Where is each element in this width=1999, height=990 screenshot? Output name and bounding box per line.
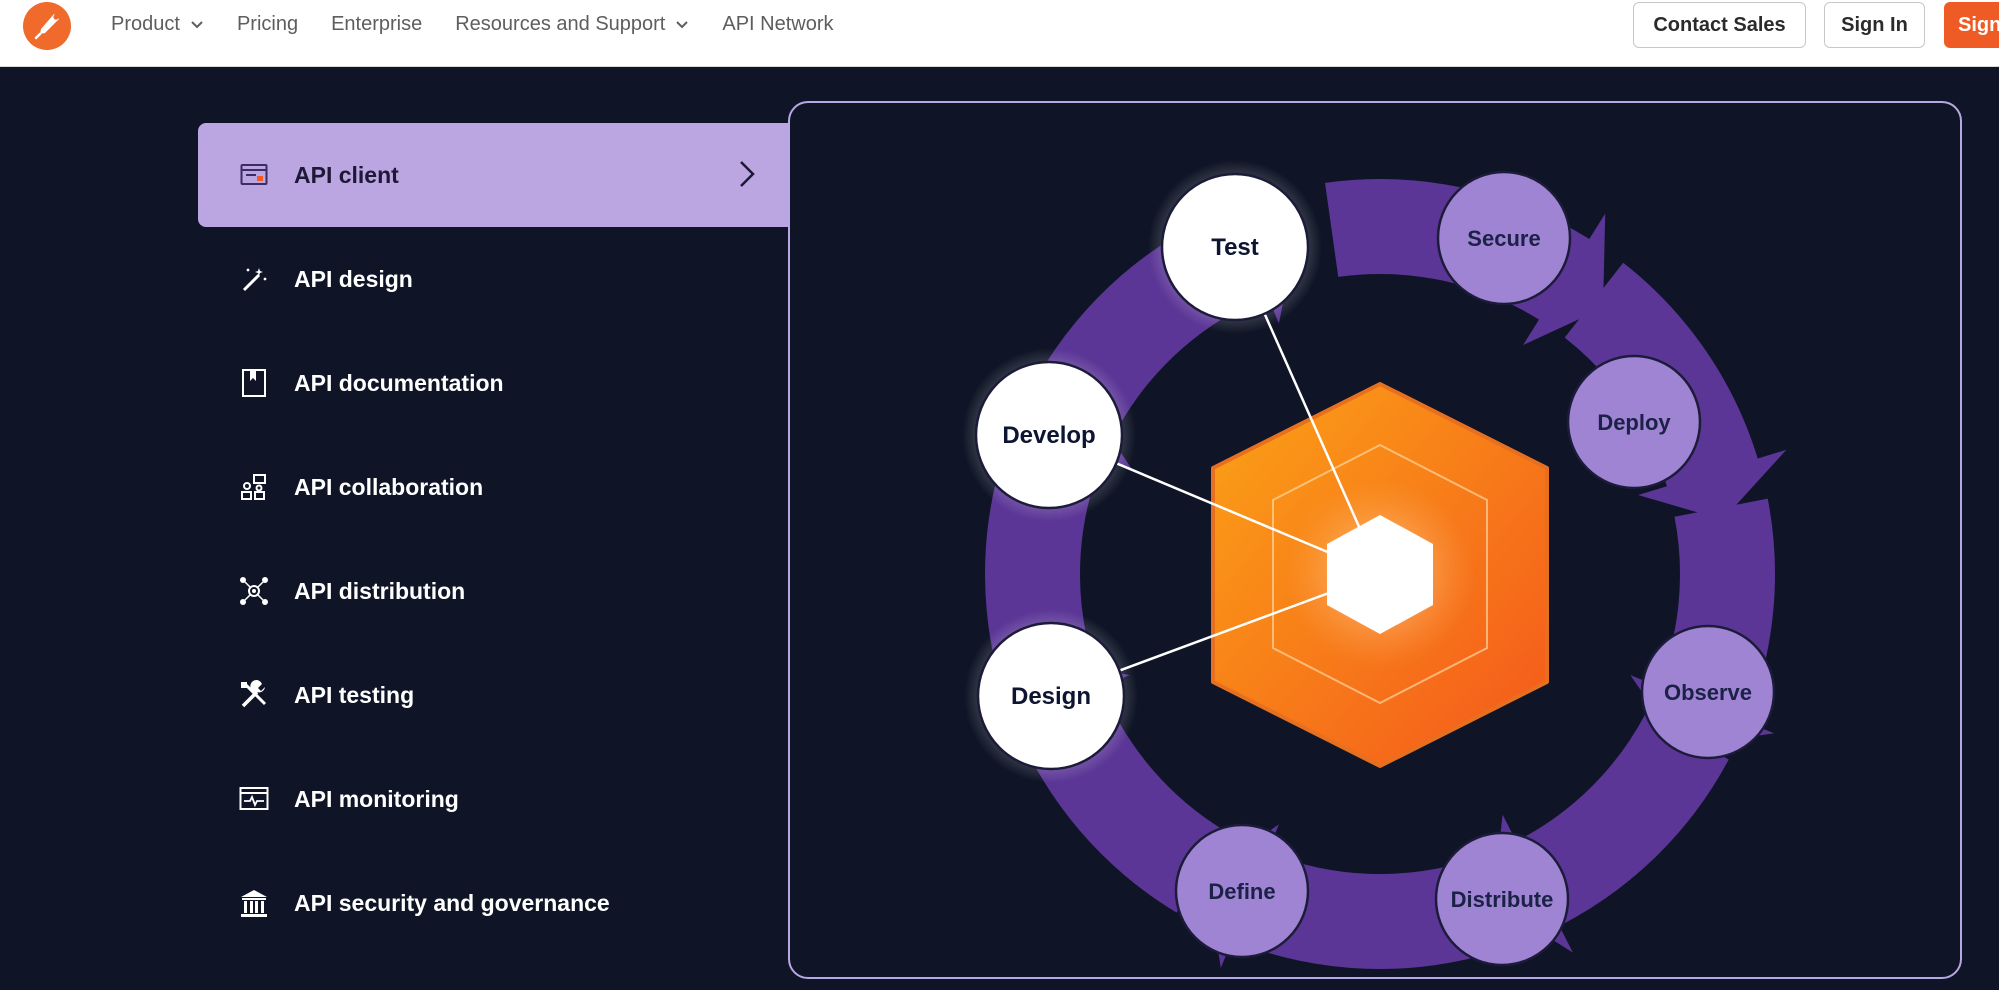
nav-api-network-label: API Network: [722, 12, 834, 35]
node-label: Develop: [1002, 422, 1095, 449]
node-circle: [1640, 624, 1776, 760]
node-label: Secure: [1467, 226, 1540, 251]
node-label: Observe: [1664, 680, 1752, 705]
nav-resources-and-support[interactable]: Resources and Support: [455, 13, 689, 36]
chevron-right-icon: [740, 161, 755, 187]
menu-item-label: API documentation: [294, 369, 504, 396]
node-label: Test: [1211, 234, 1259, 261]
menu-item-label: API testing: [294, 681, 415, 708]
tools-icon: [239, 680, 269, 710]
node-circle: [1174, 823, 1310, 959]
node-circle: [1160, 172, 1310, 322]
node-circle: [1566, 354, 1702, 490]
sign-in-button[interactable]: Sign In: [1824, 2, 1925, 48]
main-nav-links: Product Pricing Enterprise Resources and…: [111, 10, 867, 38]
node-label: Deploy: [1597, 410, 1671, 435]
node-define[interactable]: Define: [1174, 823, 1310, 959]
menu-item-api-client[interactable]: API client: [198, 123, 788, 227]
node-secure[interactable]: Secure: [1436, 170, 1572, 306]
nav-product[interactable]: Product: [111, 13, 204, 36]
menu-item-label: API design: [294, 265, 413, 292]
nav-product-label: Product: [111, 12, 180, 35]
menu-item-label: API distribution: [294, 577, 466, 604]
menu-item-api-documentation[interactable]: API documentation: [198, 331, 788, 435]
bank-icon: [239, 888, 269, 918]
menu-item-api-monitoring[interactable]: API monitoring: [198, 747, 788, 851]
menu-item-api-collaboration[interactable]: API collaboration: [198, 435, 788, 539]
menu-item-label: API collaboration: [294, 473, 484, 500]
node-distribute[interactable]: Distribute: [1434, 831, 1570, 967]
node-test[interactable]: Test: [1148, 160, 1322, 334]
distribution-icon: [239, 576, 269, 606]
menu-item-label: API monitoring: [294, 785, 459, 812]
postman-logo-icon[interactable]: [23, 2, 71, 50]
book-icon: [239, 368, 269, 398]
monitor-icon: [239, 784, 269, 814]
node-design[interactable]: Design: [964, 609, 1138, 783]
node-circle: [1434, 831, 1570, 967]
nav-pricing-label: Pricing: [236, 12, 299, 35]
nav-pricing[interactable]: Pricing: [237, 13, 298, 36]
nav-enterprise[interactable]: Enterprise: [331, 13, 422, 36]
menu-item-label: API security and governance: [294, 889, 610, 916]
menu-item-api-distribution[interactable]: API distribution: [198, 539, 788, 643]
contact-sales-button[interactable]: Contact Sales: [1633, 2, 1806, 48]
node-develop[interactable]: Develop: [962, 348, 1136, 522]
menu-item-api-design[interactable]: API design: [198, 227, 788, 331]
menu-item-label: API client: [294, 161, 399, 188]
node-label: Design: [1011, 683, 1091, 710]
nav-api-network[interactable]: API Network: [722, 13, 833, 36]
api-client-icon: [239, 160, 269, 190]
api-features-menu: API client API design API documentation …: [198, 123, 788, 955]
top-navigation-bar: Product Pricing Enterprise Resources and…: [0, 0, 1999, 67]
node-circle: [976, 621, 1126, 771]
collaboration-icon: [239, 472, 269, 502]
node-deploy[interactable]: Deploy: [1566, 354, 1702, 490]
chevron-down-icon: [191, 21, 203, 29]
nav-enterprise-label: Enterprise: [331, 12, 423, 35]
menu-item-api-security-and-governance[interactable]: API security and governance: [198, 851, 788, 955]
node-circle: [1436, 170, 1572, 306]
node-label: Distribute: [1451, 887, 1554, 912]
nav-resources-label: Resources and Support: [455, 12, 666, 35]
magic-wand-icon: [239, 264, 269, 294]
sign-up-button[interactable]: Sign Up: [1944, 2, 1999, 48]
node-circle: [974, 360, 1124, 510]
menu-item-api-testing[interactable]: API testing: [198, 643, 788, 747]
chevron-down-icon: [676, 21, 689, 29]
node-label: Define: [1208, 879, 1275, 904]
node-observe[interactable]: Observe: [1640, 624, 1776, 760]
